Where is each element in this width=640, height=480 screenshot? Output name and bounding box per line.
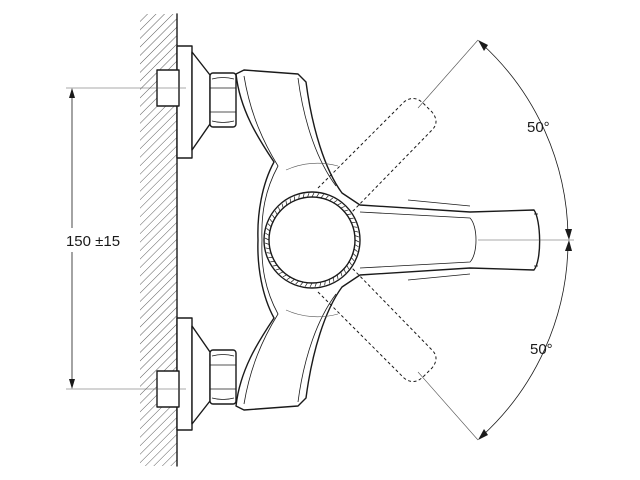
spacing-dimension: 150 ±15 xyxy=(50,87,186,390)
spacing-dimension-label: 150 ±15 xyxy=(66,233,120,250)
angle-arc-upper xyxy=(481,43,569,237)
lower-hex-nut xyxy=(209,349,237,405)
lever-position-upper xyxy=(317,98,437,213)
lower-eccentric-cone xyxy=(191,325,211,425)
angle-label-lower: 50° xyxy=(530,341,553,358)
spacing-arrow-top xyxy=(69,88,75,98)
angle-arc-lower xyxy=(481,243,569,437)
faucet-body xyxy=(235,69,541,411)
lever-position-lower xyxy=(317,267,437,382)
body-outline xyxy=(235,69,541,411)
upper-hex-nut xyxy=(209,72,237,128)
upper-connector xyxy=(156,45,237,159)
angle-dimension: 50° 50° xyxy=(417,39,574,441)
spacing-arrow-bottom xyxy=(69,379,75,389)
knurled-knob xyxy=(263,191,361,289)
upper-eccentric-cone xyxy=(191,51,211,151)
angle-label-upper: 50° xyxy=(527,119,550,136)
rotation-reference-arc xyxy=(285,162,339,318)
